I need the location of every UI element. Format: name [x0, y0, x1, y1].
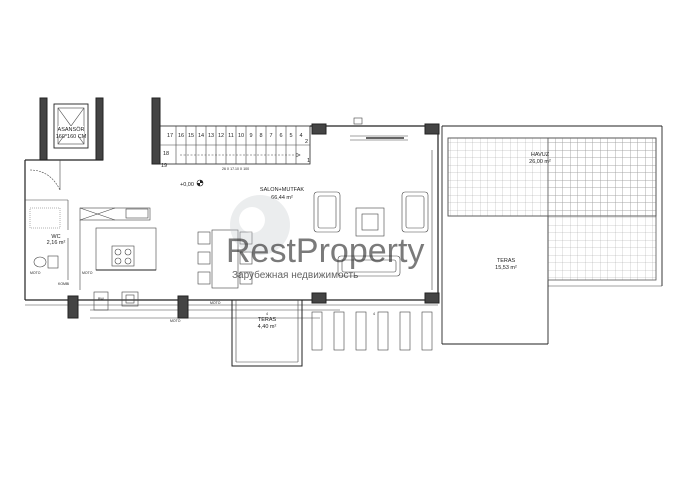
- stair-step-16: 16: [178, 133, 184, 139]
- window-top: [350, 117, 408, 141]
- stair-dimension: 26 X 17.10 X 100: [222, 167, 249, 171]
- kitchen: [79, 207, 157, 311]
- stair-step-10: 10: [238, 133, 244, 139]
- pool: [447, 137, 657, 281]
- level-marker: [196, 179, 204, 187]
- stair-step-18: 18: [163, 151, 169, 157]
- dining-table: [197, 229, 253, 289]
- small-terrace: [231, 299, 303, 367]
- stair-step-8: 8: [259, 133, 262, 139]
- small-terrace-label: TERAS: [258, 317, 277, 323]
- elevator-label: ASANSÖR: [58, 126, 85, 133]
- salon-area: 66,44 m²: [271, 195, 293, 201]
- large-terrace-area: 15,53 m²: [495, 265, 517, 271]
- salon-label: SALON+MUTFAK: [260, 187, 304, 193]
- marker-tag-2: 4: [373, 312, 375, 316]
- pool-area: 26,00 m²: [529, 159, 551, 165]
- elevator-size: 160*160 CM: [56, 134, 87, 140]
- stair-step-4: 4: [299, 133, 302, 139]
- stair-step-6: 6: [279, 133, 282, 139]
- stair-step-2: 2: [305, 139, 308, 145]
- stair-step-1: 1: [307, 158, 310, 164]
- moto-tag-1: MOTO: [30, 271, 41, 275]
- stair-step-12: 12: [218, 133, 224, 139]
- structural-columns: [67, 123, 440, 319]
- moto-tag-2: MOTO: [82, 271, 93, 275]
- wc-area: 2,16 m²: [47, 240, 66, 246]
- small-terrace-area: 4,40 m²: [258, 324, 277, 330]
- stair-step-9: 9: [249, 133, 252, 139]
- large-terrace-label: TERAS: [497, 258, 516, 264]
- living-furniture: [313, 191, 429, 277]
- bw-tag: BW: [98, 297, 104, 301]
- exterior-steps: [311, 311, 433, 351]
- wc-room: [25, 160, 69, 280]
- pool-label: HAVUZ: [531, 152, 550, 158]
- marker-tag-1: 4: [266, 312, 268, 316]
- staircase: [151, 97, 311, 165]
- stair-step-13: 13: [208, 133, 214, 139]
- stair-step-14: 14: [198, 133, 204, 139]
- moto-tag-4: MOTO: [170, 319, 181, 323]
- storage-tag: KOMBI: [58, 282, 69, 286]
- stair-step-17: 17: [167, 133, 173, 139]
- level-label: +0,00: [180, 182, 194, 188]
- moto-tag-3: MOTO: [210, 301, 221, 305]
- watermark-tagline: Зарубежная недвижимость: [232, 269, 358, 281]
- watermark-brand: RestProperty: [226, 232, 424, 270]
- elevator-shaft: [39, 97, 104, 161]
- watermark: [230, 195, 290, 255]
- stair-step-5: 5: [289, 133, 292, 139]
- wc-label: WC: [51, 234, 60, 240]
- stair-step-19: 19: [161, 163, 167, 169]
- stair-step-11: 11: [228, 133, 234, 139]
- stair-step-7: 7: [269, 133, 272, 139]
- stair-step-15: 15: [188, 133, 194, 139]
